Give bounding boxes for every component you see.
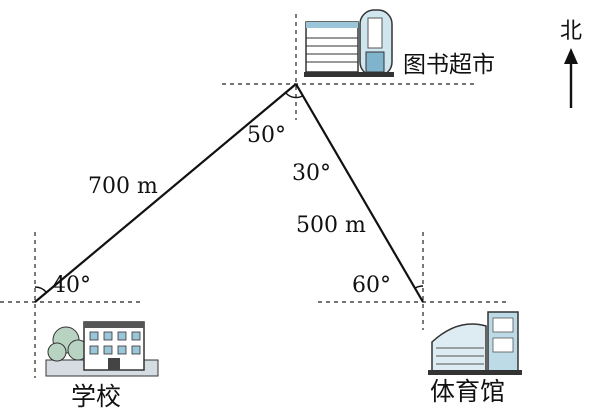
bookstore-label: 图书超市 <box>403 52 495 78</box>
bookstore-building-icon <box>304 9 394 77</box>
angle-label-bookstore-right: 30° <box>292 161 331 186</box>
angle-label-bookstore-left: 50° <box>247 123 286 148</box>
distance-label-bookstore-gym: 500 m <box>296 213 366 238</box>
route-bookstore-gym <box>295 83 424 303</box>
angle-arc-school <box>34 286 48 293</box>
route-school-bookstore <box>34 83 297 303</box>
gym-label: 体育馆 <box>430 377 505 406</box>
angle-label-school: 40° <box>52 273 91 298</box>
school-building-icon <box>45 321 159 377</box>
angle-label-gym: 60° <box>352 273 391 298</box>
north-label: 北 <box>560 19 582 44</box>
angle-arc-bookstore <box>285 92 304 99</box>
angle-arc-gym <box>414 285 424 289</box>
distance-label-school-bookstore: 700 m <box>88 174 158 199</box>
school-label: 学校 <box>71 382 121 411</box>
gym-building-icon <box>428 311 522 375</box>
north-arrow <box>564 48 578 108</box>
